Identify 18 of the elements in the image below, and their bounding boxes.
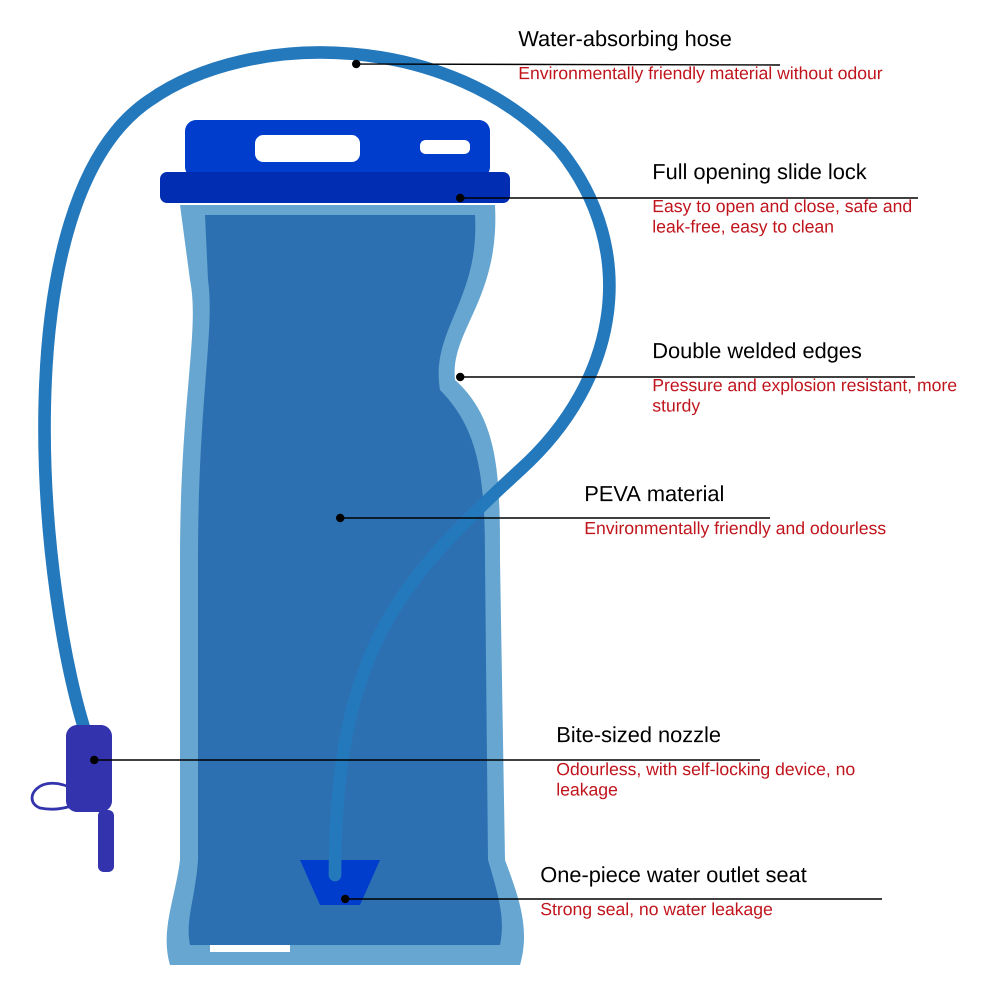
leader-line: [456, 372, 915, 382]
leader-line: [336, 514, 770, 522]
feature-heading: One-piece water outlet seat: [541, 866, 807, 887]
feature-heading: Water-absorbing hose: [518, 30, 731, 51]
feature-heading: Bite-sized nozzle: [558, 726, 720, 742]
leader-line: [90, 756, 760, 764]
leader-line: [341, 894, 882, 904]
feature-heading: Double welded edges: [654, 342, 862, 363]
feature-description: Strong seal, no water leakage: [541, 902, 772, 919]
feature-description: Environmentally friendly material without odour: [520, 66, 882, 83]
feature-description: Pressure and explosion resistant, more sturdy: [652, 378, 956, 416]
feature-description: Environmentally friendly and odourless: [586, 521, 886, 538]
feature-description: Odourless, with self-locking device, no leakage: [557, 762, 854, 800]
leader-line: [352, 60, 780, 68]
feature-heading: PEVA material: [586, 485, 723, 502]
leader-line: [456, 194, 918, 202]
feature-heading: Full opening slide lock: [654, 163, 867, 184]
feature-description: Easy to open and close, safe and leak-free, easy to clean: [653, 199, 912, 236]
